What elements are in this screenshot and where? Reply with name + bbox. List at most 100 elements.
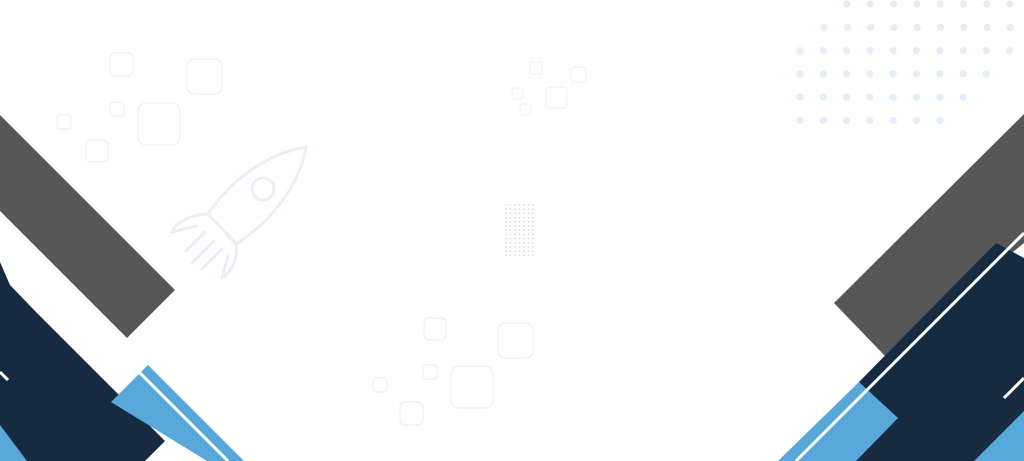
rounded-square-outline	[529, 61, 543, 75]
dot	[518, 229, 521, 232]
dot	[523, 233, 525, 236]
dot	[514, 225, 516, 227]
dot	[509, 246, 512, 248]
dot	[509, 241, 512, 244]
dot	[509, 237, 512, 240]
dot	[889, 47, 897, 55]
dot	[843, 23, 851, 31]
dot	[959, 70, 967, 78]
dot	[527, 241, 530, 244]
dot	[518, 246, 521, 248]
dot	[532, 225, 534, 227]
rounded-square-outline	[423, 317, 447, 341]
dot	[913, 0, 921, 8]
dot	[514, 246, 516, 248]
dot	[505, 225, 507, 227]
dot	[505, 246, 507, 248]
dot	[982, 70, 991, 78]
dot	[936, 23, 945, 31]
decor-squares-bottom-center	[372, 317, 534, 426]
dot	[866, 93, 874, 101]
dot	[959, 0, 968, 8]
dot	[509, 204, 512, 206]
dot	[527, 216, 530, 219]
dot	[532, 250, 534, 253]
dot	[532, 237, 534, 240]
rounded-square-outline	[56, 114, 72, 130]
dot	[819, 47, 827, 55]
dot	[527, 233, 530, 236]
dot	[866, 70, 874, 78]
dot	[1006, 47, 1014, 55]
dot	[866, 47, 874, 55]
dot	[532, 208, 534, 211]
dot	[819, 70, 827, 78]
dot	[514, 254, 516, 257]
dot	[912, 70, 921, 78]
rounded-square-outline	[511, 87, 524, 100]
rounded-square-outline	[186, 58, 223, 95]
dot	[527, 254, 530, 257]
dot	[523, 250, 525, 253]
dot	[505, 237, 507, 240]
dot	[532, 204, 534, 206]
dot	[936, 93, 944, 101]
dot	[532, 246, 534, 248]
dot	[843, 47, 851, 55]
dot	[527, 220, 530, 223]
navy-stripe-right	[850, 243, 1024, 461]
dot	[514, 241, 516, 244]
rounded-square-outline	[109, 52, 134, 77]
dot	[514, 229, 516, 232]
blue-corner-right	[974, 411, 1024, 461]
dot	[532, 216, 534, 219]
dot	[523, 225, 525, 227]
rounded-square-outline	[519, 103, 532, 116]
dot	[518, 225, 521, 227]
dot	[527, 225, 530, 227]
dot	[936, 70, 944, 78]
dot	[523, 204, 525, 206]
dot	[505, 212, 507, 215]
dot	[982, 47, 991, 55]
dot	[959, 47, 967, 55]
dot	[843, 70, 851, 78]
rounded-square-outline	[399, 401, 424, 426]
dot	[523, 241, 525, 244]
dot	[518, 216, 521, 219]
dot	[796, 70, 804, 78]
dot	[505, 220, 507, 223]
dot	[532, 220, 534, 223]
dot	[518, 237, 521, 240]
rounded-square-outline	[497, 322, 534, 359]
decor-squares-top-center	[511, 61, 587, 116]
dot	[866, 116, 874, 125]
dot-grid-top-right	[796, 0, 1015, 125]
dot	[514, 216, 516, 219]
dot	[532, 229, 534, 232]
dot	[509, 229, 512, 232]
dot	[527, 204, 530, 206]
dot	[514, 250, 516, 253]
dot	[912, 116, 921, 125]
decor-squares-top-left	[56, 52, 223, 163]
dot	[796, 93, 804, 101]
rounded-square-outline	[137, 102, 181, 146]
dot	[527, 208, 530, 211]
dot	[505, 241, 507, 244]
dot	[527, 212, 530, 215]
dot	[518, 208, 521, 211]
rounded-square-outline	[372, 377, 388, 393]
dot	[514, 204, 516, 206]
dot	[523, 212, 525, 215]
blue-stripe-right	[778, 382, 898, 461]
rounded-square-outline	[450, 365, 494, 409]
dot	[959, 93, 967, 101]
white-line-left-short	[0, 370, 10, 382]
dot	[527, 229, 530, 232]
dot	[523, 254, 525, 257]
dot	[983, 23, 991, 31]
dot	[509, 220, 512, 223]
dot	[518, 204, 521, 206]
